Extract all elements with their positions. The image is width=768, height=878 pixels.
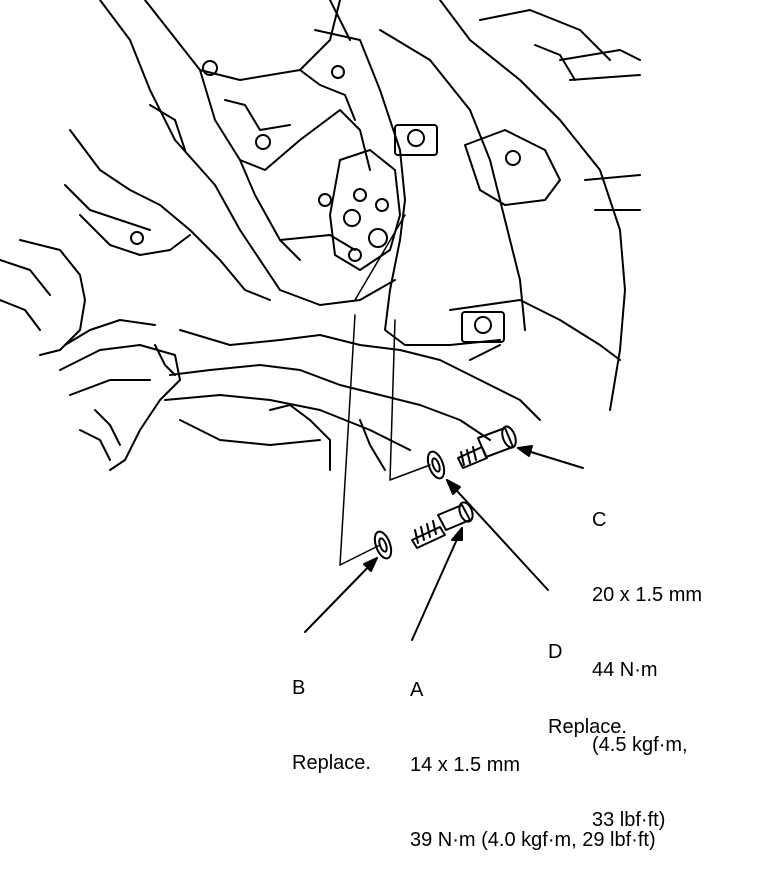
callout-b-note: Replace. xyxy=(292,752,371,774)
fill-plug-c xyxy=(457,425,517,469)
washer-b xyxy=(373,530,393,560)
callout-a: A 14 x 1.5 mm 39 N·m (4.0 kgf·m, 29 lbf·… xyxy=(410,628,656,878)
callout-c-letter: C xyxy=(592,509,607,531)
arrow-a-head xyxy=(451,527,463,541)
callout-b-letter: B xyxy=(292,677,306,699)
arrow-b-head xyxy=(363,557,378,572)
transmission-housing xyxy=(64,0,396,306)
arrow-c-head xyxy=(517,445,533,457)
callout-c-torque: 44 N·m xyxy=(592,659,658,681)
transmission-drain-plug-diagram xyxy=(0,0,641,641)
callout-arrows xyxy=(304,445,584,641)
drain-plug-a xyxy=(411,501,474,549)
washer-d xyxy=(426,450,446,480)
arrow-d-head xyxy=(446,479,461,495)
lower-case xyxy=(164,329,541,471)
leader-guides xyxy=(339,214,431,566)
callout-a-torque: 39 N·m (4.0 kgf·m, 29 lbf·ft) xyxy=(410,829,656,851)
arrow-b xyxy=(304,557,378,633)
driveshaft xyxy=(0,239,181,471)
mounting-bolts xyxy=(130,60,505,343)
callout-c-size: 20 x 1.5 mm xyxy=(592,584,703,606)
callout-d-note: Replace. xyxy=(548,716,627,738)
callout-d-letter: D xyxy=(548,641,563,663)
crossmember-bracket xyxy=(314,0,641,411)
callout-b: B Replace. xyxy=(292,626,371,801)
callout-a-size: 14 x 1.5 mm xyxy=(410,754,521,776)
callout-a-letter: A xyxy=(410,679,424,701)
callout-d: D Replace. xyxy=(548,590,627,765)
arrow-a xyxy=(411,527,463,641)
arrow-d xyxy=(446,479,549,591)
shift-linkage-cluster xyxy=(329,149,401,271)
